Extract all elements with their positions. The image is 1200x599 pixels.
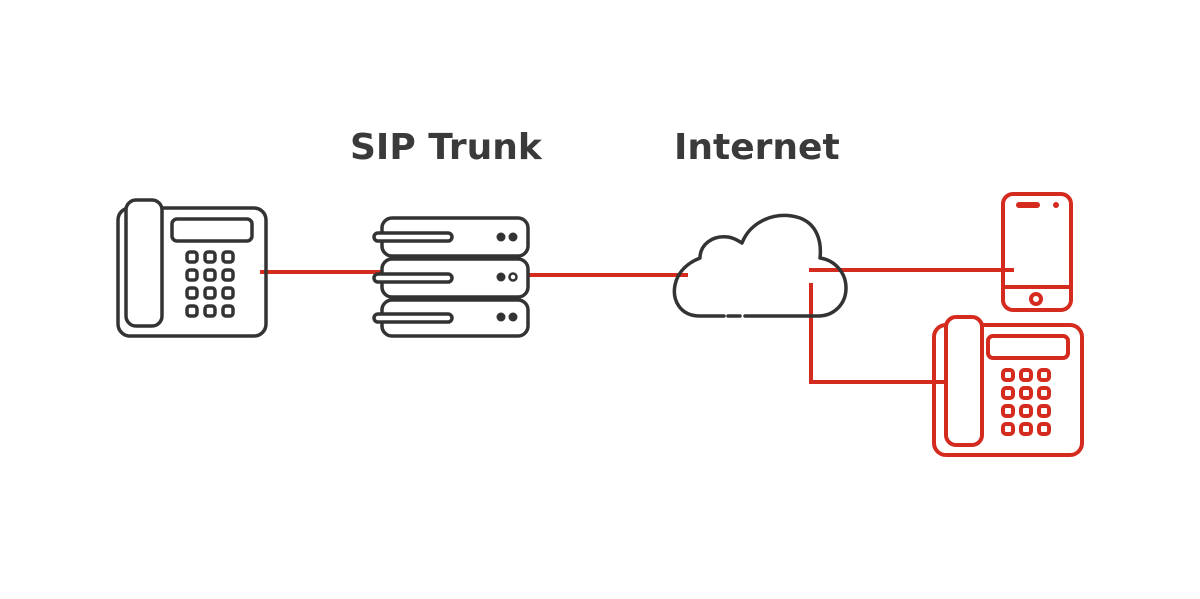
sip-trunk-label: SIP Trunk (350, 127, 542, 168)
desk-phone-icon-right (932, 315, 1084, 457)
server-stack-icon (372, 216, 530, 338)
desk-phone-icon-left (116, 198, 268, 338)
cloud-icon (672, 213, 848, 318)
internet-label: Internet (674, 127, 840, 168)
wire-cloud-to-deskphone (809, 283, 950, 384)
connections (260, 268, 1014, 384)
mobile-phone-icon (1001, 192, 1073, 312)
keypad (185, 250, 235, 318)
